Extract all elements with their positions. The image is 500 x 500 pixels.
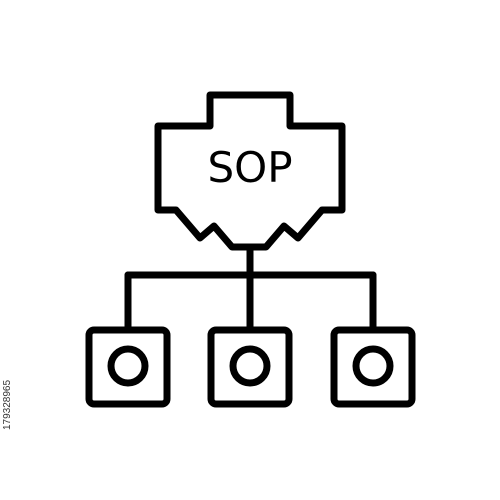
sop-label: SOP xyxy=(207,143,292,192)
child-node-center-circle xyxy=(229,345,271,387)
watermark-id-text: 179328965 xyxy=(2,380,13,430)
child-node-left-circle xyxy=(107,345,149,387)
watermark-id-strip: 179328965 xyxy=(2,380,13,430)
child-node-right-circle xyxy=(352,345,394,387)
child-node-right xyxy=(330,326,416,408)
child-node-center xyxy=(207,326,293,408)
gear-node-outline xyxy=(154,91,346,251)
child-node-left xyxy=(85,326,171,408)
